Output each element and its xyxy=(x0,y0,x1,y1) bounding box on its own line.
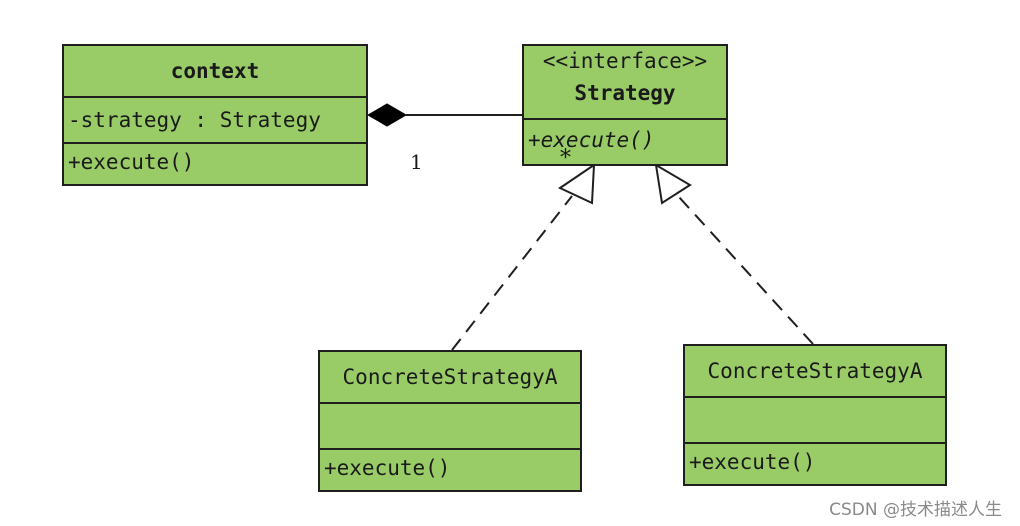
concrete-strategy-a-class[interactable]: ConcreteStrategyA +execute() xyxy=(318,350,582,492)
watermark: CSDN @技术描述人生 xyxy=(829,500,1002,520)
context-attribute: -strategy : Strategy xyxy=(64,96,366,142)
multiplicity-strategy: * xyxy=(560,146,571,171)
concrete-strategy-b-name: ConcreteStrategyA xyxy=(707,359,923,383)
realization-line-a xyxy=(451,195,573,351)
strategy-interface[interactable]: <<interface>> Strategy +execute() xyxy=(522,44,728,166)
strategy-name: Strategy xyxy=(574,81,676,105)
concrete-strategy-b-class[interactable]: ConcreteStrategyA +execute() xyxy=(683,344,947,486)
context-operation: +execute() xyxy=(64,142,366,184)
concrete-strategy-a-name: ConcreteStrategyA xyxy=(342,365,558,389)
multiplicity-context: 1 xyxy=(410,150,423,174)
realization-arrow-b xyxy=(654,163,692,205)
strategy-operation: +execute() xyxy=(524,118,726,164)
concrete-strategy-b-attributes xyxy=(685,396,945,442)
realization-arrow-a xyxy=(557,163,596,205)
strategy-stereotype: <<interface>> xyxy=(542,49,708,73)
concrete-strategy-b-operation: +execute() xyxy=(685,442,945,484)
composition-diamond xyxy=(367,103,407,127)
concrete-strategy-a-attributes xyxy=(320,402,580,448)
context-class[interactable]: context -strategy : Strategy +execute() xyxy=(62,44,368,186)
context-class-name: context xyxy=(170,59,260,83)
realization-line-b xyxy=(677,195,814,345)
concrete-strategy-a-operation: +execute() xyxy=(320,448,580,490)
